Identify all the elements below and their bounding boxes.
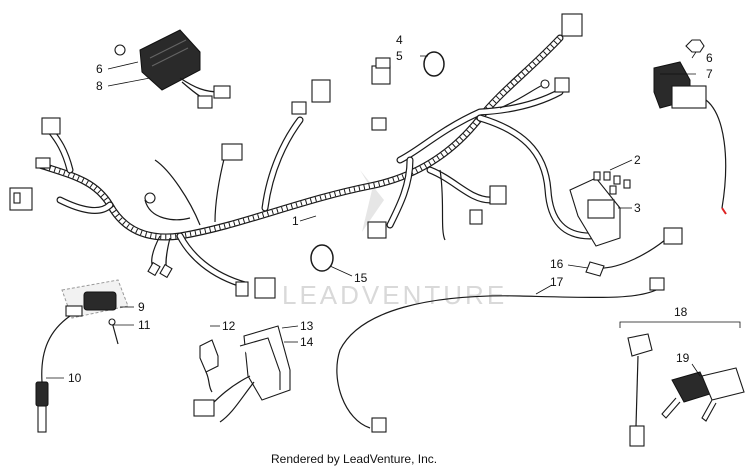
cdi-units: [193, 325, 291, 423]
main-wiring-harness: [36, 34, 594, 289]
nut-6-left: [114, 44, 126, 56]
callout-6-left: 6: [96, 62, 103, 76]
spark-plug-boot-10: [37, 405, 47, 433]
switch-connector: [629, 425, 645, 447]
callout-13: 13: [300, 319, 314, 333]
callout-labels: 6 8 1 4 5 6 7 2 3 9 10 11 12 13 14 15 16…: [68, 33, 713, 385]
fuse-2c: [613, 175, 621, 185]
regulator-connector-2: [197, 95, 213, 109]
watermark-text: LEADVENTURE: [282, 280, 507, 310]
connector-bottom-left-2: [235, 281, 249, 297]
callout-10: 10: [68, 371, 82, 385]
callout-12: 12: [222, 319, 236, 333]
connector-left-mid: [35, 157, 51, 169]
connector-center-top: [371, 117, 387, 131]
ignition-switch: [627, 333, 653, 357]
cdi-connector: [193, 399, 215, 417]
callout-16: 16: [550, 257, 564, 271]
key-19a-blade: [661, 397, 681, 419]
connector-center-right: [489, 185, 507, 205]
callout-15: 15: [354, 271, 368, 285]
connector-bottom-left: [254, 277, 276, 299]
ignition-coil-assembly: [653, 39, 727, 215]
cable-17-terminal-bottom: [371, 417, 387, 433]
module-12: [199, 339, 219, 373]
screw-11: [108, 318, 116, 326]
regulator-connector: [213, 85, 231, 99]
connector-center-right-2: [469, 209, 483, 225]
fuse-block-3: [587, 199, 615, 219]
connector-center-bottom: [367, 221, 387, 239]
connector-top-center: [311, 79, 331, 103]
terminal-left-a: [147, 261, 161, 277]
callout-3: 3: [634, 201, 641, 215]
terminal-left-b: [159, 263, 173, 279]
fuse-2d: [623, 179, 631, 189]
key-19b: [701, 367, 745, 401]
callout-5: 5: [396, 49, 403, 63]
callout-2: 2: [634, 153, 641, 167]
ring-terminal: [144, 192, 156, 204]
clip-15: [310, 244, 334, 272]
spark-plug-cap-10: [35, 381, 49, 407]
coil-9-boot: [65, 305, 83, 317]
nut-6-right: [685, 39, 705, 53]
fuse-2e: [609, 185, 617, 195]
callout-8: 8: [96, 79, 103, 93]
callout-17: 17: [550, 275, 564, 289]
connector-top-center-2: [291, 101, 307, 115]
callout-11: 11: [138, 318, 151, 332]
cdi-14-outline: [239, 337, 281, 390]
coil-7-body: [671, 85, 707, 109]
callout-1: 1: [292, 214, 299, 228]
fuse-block: [569, 171, 631, 247]
ignition-switch-assembly: [619, 321, 745, 447]
relay-and-clip: [371, 51, 445, 85]
fuse-2b: [603, 171, 611, 181]
watermark-logo: [360, 170, 384, 232]
harness-connectors: [9, 13, 583, 299]
credit-line: Rendered by LeadVenture, Inc.: [271, 452, 437, 466]
cable-16-end: [585, 261, 605, 277]
callout-14: 14: [300, 335, 314, 349]
watermark: LEADVENTURE: [282, 170, 507, 310]
ring-terminal-right: [540, 79, 550, 89]
callout-9: 9: [138, 300, 145, 314]
cable-16: [585, 227, 683, 277]
connector-left-block: [9, 187, 33, 211]
relay-4-top: [375, 57, 391, 69]
key-19b-blade: [701, 399, 717, 422]
connector-top-right: [561, 13, 583, 37]
cable-17: [336, 277, 665, 433]
connector-upper-mid: [221, 143, 243, 161]
callout-6-right: 6: [706, 51, 713, 65]
callout-4: 4: [396, 33, 403, 47]
leader-lines: [46, 51, 701, 379]
regulator-rectifier: [114, 29, 231, 109]
callout-7: 7: [706, 67, 713, 81]
connector-left-top: [41, 117, 61, 135]
callout-19: 19: [676, 351, 690, 365]
fuse-2a: [593, 171, 601, 181]
coil-and-lead: [35, 279, 129, 433]
cable-17-terminal-top: [649, 277, 665, 291]
callout-18: 18: [674, 305, 688, 319]
connector-right-small: [554, 77, 570, 93]
cable-16-connector: [663, 227, 683, 245]
connector-left-block-pin: [13, 192, 21, 204]
clip-5: [423, 51, 445, 77]
relay-4: [371, 65, 391, 85]
